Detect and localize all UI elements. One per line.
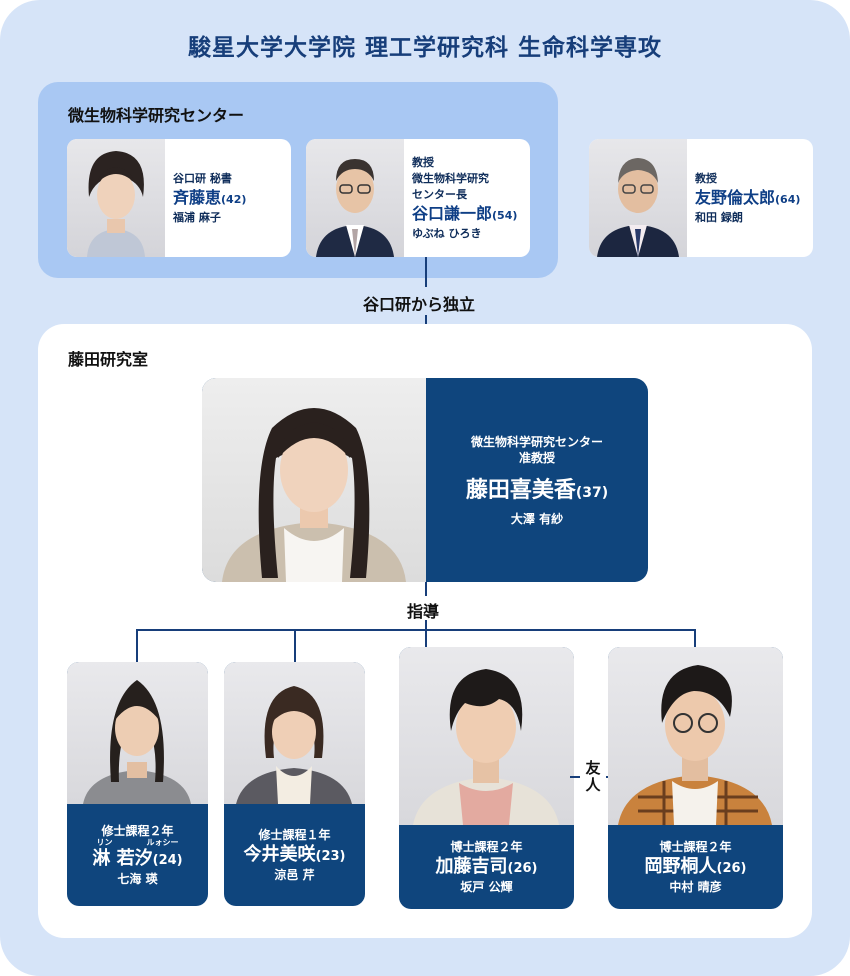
lab-label: 藤田研究室 xyxy=(68,350,149,369)
person-age: (37) xyxy=(575,484,609,501)
person-age: (26) xyxy=(716,861,747,876)
person-card-imai: 修士課程１年 今井美咲(23) 涼邑 芹 xyxy=(224,662,365,906)
person-info: 博士課程２年 加藤吉司(26) 坂戸 公輝 xyxy=(399,825,574,909)
person-role: 教授 xyxy=(412,155,434,169)
person-name: 藤田喜美香 xyxy=(465,477,576,503)
person-name: 淋 若汐 xyxy=(92,848,153,869)
connector-line xyxy=(136,629,138,662)
actor-name: 福浦 麻子 xyxy=(173,210,221,224)
connector-line xyxy=(425,582,427,596)
edge-label-independent: 谷口研から独立 xyxy=(363,295,476,314)
person-card-taniguchi: 教授 微生物科学研究 センター長 谷口謙一郎(54) ゆぶね ひろき xyxy=(306,139,530,257)
person-role: 修士課程２年 xyxy=(101,824,174,838)
person-role: 博士課程２年 xyxy=(450,840,523,854)
ruby-reading: リンルォシー xyxy=(96,838,179,847)
connector-line xyxy=(425,629,427,647)
person-name: 谷口謙一郎 xyxy=(412,203,493,223)
person-age: (23) xyxy=(315,849,346,864)
person-role: 博士課程２年 xyxy=(659,840,732,854)
person-card-lin: 修士課程２年 リンルォシー 淋 若汐(24) 七海 瑛 xyxy=(67,662,208,906)
actor-name: 涼邑 芹 xyxy=(274,868,315,882)
person-info: 教授 微生物科学研究 センター長 谷口謙一郎(54) ゆぶね ひろき xyxy=(412,139,524,257)
connector-line xyxy=(294,629,296,662)
connector-line xyxy=(425,620,427,630)
connector-line xyxy=(694,629,696,647)
person-role: 修士課程１年 xyxy=(258,828,331,842)
actor-name: 坂戸 公輝 xyxy=(460,880,513,894)
portrait-photo xyxy=(608,647,783,825)
person-info: 教授 友野倫太郎(64) 和田 録朗 xyxy=(695,139,807,257)
person-card-fujita: 微生物科学研究センター 准教授 藤田喜美香(37) 大澤 有紗 xyxy=(202,378,648,582)
person-card-kato: 博士課程２年 加藤吉司(26) 坂戸 公輝 xyxy=(399,647,574,909)
person-card-saito: 谷口研 秘書 斉藤恵(42) 福浦 麻子 xyxy=(67,139,291,257)
edge-label-guidance: 指導 xyxy=(407,602,440,621)
person-role: 微生物科学研究センター xyxy=(470,434,603,449)
person-role: センター長 xyxy=(412,187,467,201)
person-info: 博士課程２年 岡野桐人(26) 中村 晴彦 xyxy=(608,825,783,909)
person-role: 谷口研 秘書 xyxy=(173,171,232,185)
connector-line xyxy=(136,629,696,631)
person-age: (64) xyxy=(775,192,801,206)
person-age: (54) xyxy=(492,208,518,222)
portrait-photo xyxy=(67,139,165,257)
person-role: 准教授 xyxy=(518,450,555,465)
person-name: 岡野桐人 xyxy=(644,856,717,877)
edge-label-friend: 友 人 xyxy=(585,759,601,794)
person-info: 修士課程１年 今井美咲(23) 涼邑 芹 xyxy=(224,804,365,906)
person-role: 教授 xyxy=(695,171,717,185)
actor-name: 七海 瑛 xyxy=(117,872,158,886)
portrait-photo xyxy=(224,662,365,804)
research-center-label: 微生物科学研究センター xyxy=(68,106,245,125)
page-title: 駿星大学大学院 理工学研究科 生命科学専攻 xyxy=(187,35,662,61)
person-age: (24) xyxy=(152,853,183,868)
portrait-photo xyxy=(399,647,574,825)
person-info: 修士課程２年 リンルォシー 淋 若汐(24) 七海 瑛 xyxy=(67,804,208,906)
person-info: 微生物科学研究センター 准教授 藤田喜美香(37) 大澤 有紗 xyxy=(426,378,648,582)
actor-name: 大澤 有紗 xyxy=(510,511,564,526)
connector-line xyxy=(425,257,427,287)
actor-name: ゆぶね ひろき xyxy=(412,226,482,240)
person-card-tomono: 教授 友野倫太郎(64) 和田 録朗 xyxy=(589,139,813,257)
person-name: 斉藤恵 xyxy=(173,187,222,207)
actor-name: 和田 録朗 xyxy=(695,210,743,224)
connector-line xyxy=(570,776,580,778)
person-name: 今井美咲 xyxy=(243,844,316,865)
person-card-okano: 博士課程２年 岡野桐人(26) 中村 晴彦 xyxy=(608,647,783,909)
portrait-photo xyxy=(589,139,687,257)
portrait-photo xyxy=(202,378,426,582)
actor-name: 中村 晴彦 xyxy=(669,880,722,894)
person-role: 微生物科学研究 xyxy=(412,171,489,185)
person-name: 加藤吉司 xyxy=(435,856,508,877)
person-name: 友野倫太郎 xyxy=(695,187,776,207)
portrait-photo xyxy=(67,662,208,804)
person-age: (26) xyxy=(507,861,538,876)
person-age: (42) xyxy=(221,192,247,206)
portrait-photo xyxy=(306,139,404,257)
person-info: 谷口研 秘書 斉藤恵(42) 福浦 麻子 xyxy=(173,139,285,257)
